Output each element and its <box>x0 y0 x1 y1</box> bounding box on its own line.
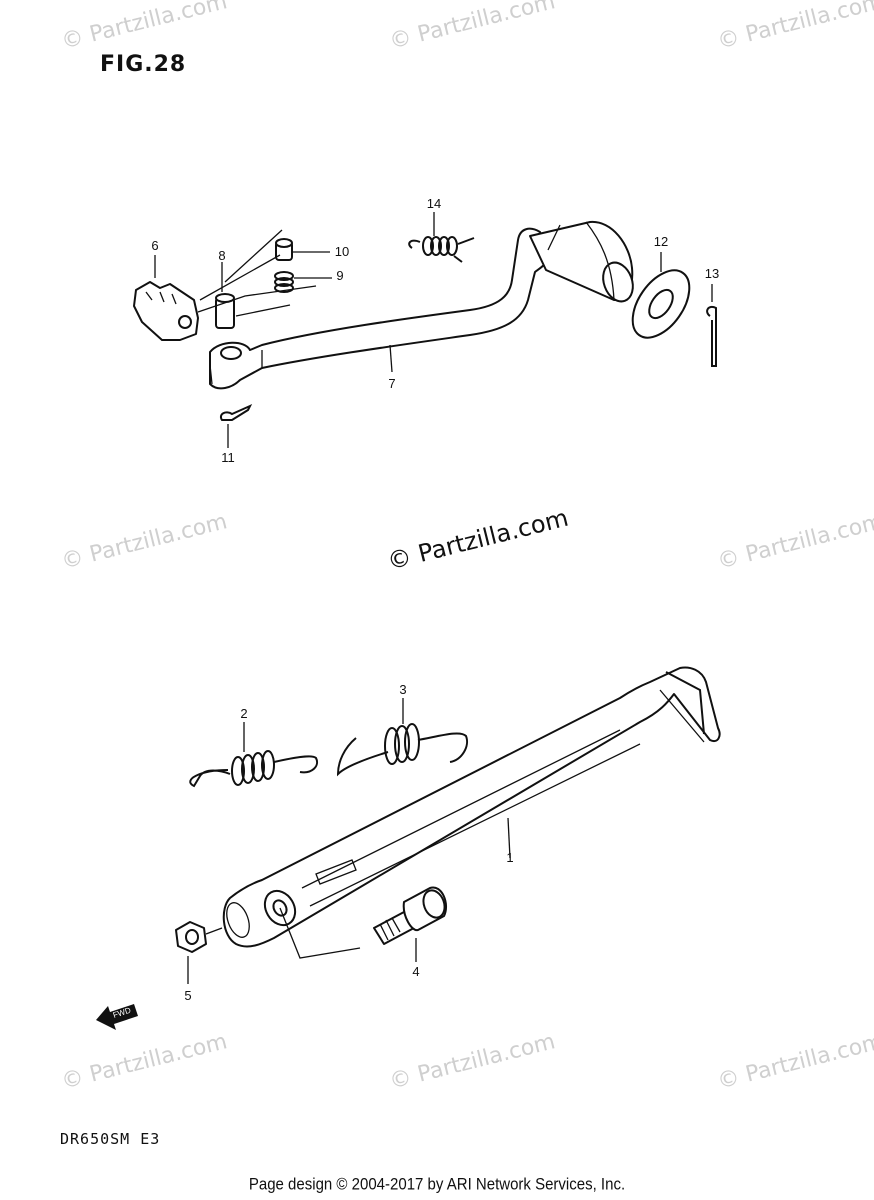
part-11-cotter-pin[interactable] <box>220 403 253 448</box>
callout-9[interactable]: 9 <box>336 268 343 283</box>
footer-copyright: Page design © 2004-2017 by ARI Network S… <box>248 1175 626 1194</box>
part-3-spring[interactable] <box>336 698 468 777</box>
part-2-spring[interactable] <box>189 722 318 788</box>
callout-1[interactable]: 1 <box>506 850 513 865</box>
part-4-bolt[interactable] <box>373 886 448 962</box>
part-14-return-spring[interactable] <box>408 212 475 263</box>
callout-6[interactable]: 6 <box>151 238 158 253</box>
callout-10[interactable]: 10 <box>335 244 349 259</box>
callout-4[interactable]: 4 <box>412 964 419 979</box>
part-10-collar[interactable] <box>275 238 330 261</box>
callout-8[interactable]: 8 <box>218 248 225 263</box>
callout-2[interactable]: 2 <box>240 706 247 721</box>
part-5-nut[interactable] <box>175 921 223 984</box>
part-7-brake-pedal[interactable] <box>209 220 638 390</box>
part-12-washer[interactable] <box>621 252 701 348</box>
fwd-arrow-icon: FWD <box>96 1004 138 1030</box>
callout-12[interactable]: 12 <box>654 234 668 249</box>
part-13-cotter-pin[interactable] <box>706 284 717 367</box>
figure-title: FIG.28 <box>100 52 187 77</box>
part-1-side-stand[interactable] <box>222 666 721 959</box>
model-code: DR650SM E3 <box>60 1130 161 1148</box>
part-6-pedal-tip[interactable] <box>133 255 199 341</box>
callout-5[interactable]: 5 <box>184 988 191 1003</box>
callout-13[interactable]: 13 <box>705 266 719 281</box>
callout-11[interactable]: 11 <box>221 450 235 465</box>
part-9-spring[interactable] <box>274 271 332 293</box>
callout-7[interactable]: 7 <box>388 376 395 391</box>
part-8-pin[interactable] <box>215 262 235 329</box>
callout-14[interactable]: 14 <box>427 196 441 211</box>
callout-3[interactable]: 3 <box>399 682 406 697</box>
